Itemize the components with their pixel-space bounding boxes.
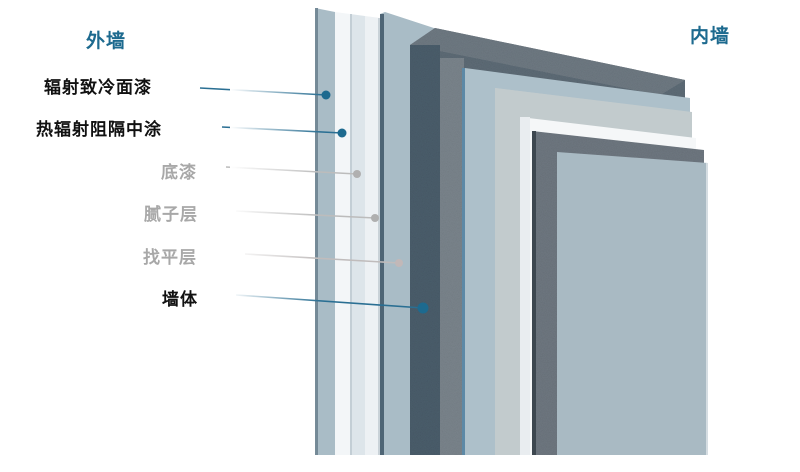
layer-label-putty: 腻子层 [144, 205, 198, 225]
outer-wall-label: 外墙 [86, 30, 127, 52]
leader-dot-topcoat [321, 90, 331, 100]
leader-dot-primer [353, 170, 361, 178]
layer-label-leveling: 找平层 [143, 248, 197, 268]
inner-layers [465, 68, 708, 455]
layer-label-primer: 底漆 [161, 163, 197, 183]
outer-coating-strips [315, 8, 380, 455]
layer-label-topcoat: 辐射致冷面漆 [44, 78, 152, 98]
leader-dot-leveling [395, 259, 403, 267]
leader-line-topcoat [199, 87, 327, 96]
leader-dot-wall [417, 302, 429, 314]
layer-label-wall: 墙体 [162, 290, 198, 310]
inner-wall-label: 内墙 [690, 25, 731, 47]
layer-label-midcoat: 热辐射阻隔中涂 [36, 120, 162, 140]
leader-dot-putty [371, 214, 379, 222]
leader-dot-midcoat [337, 128, 347, 138]
